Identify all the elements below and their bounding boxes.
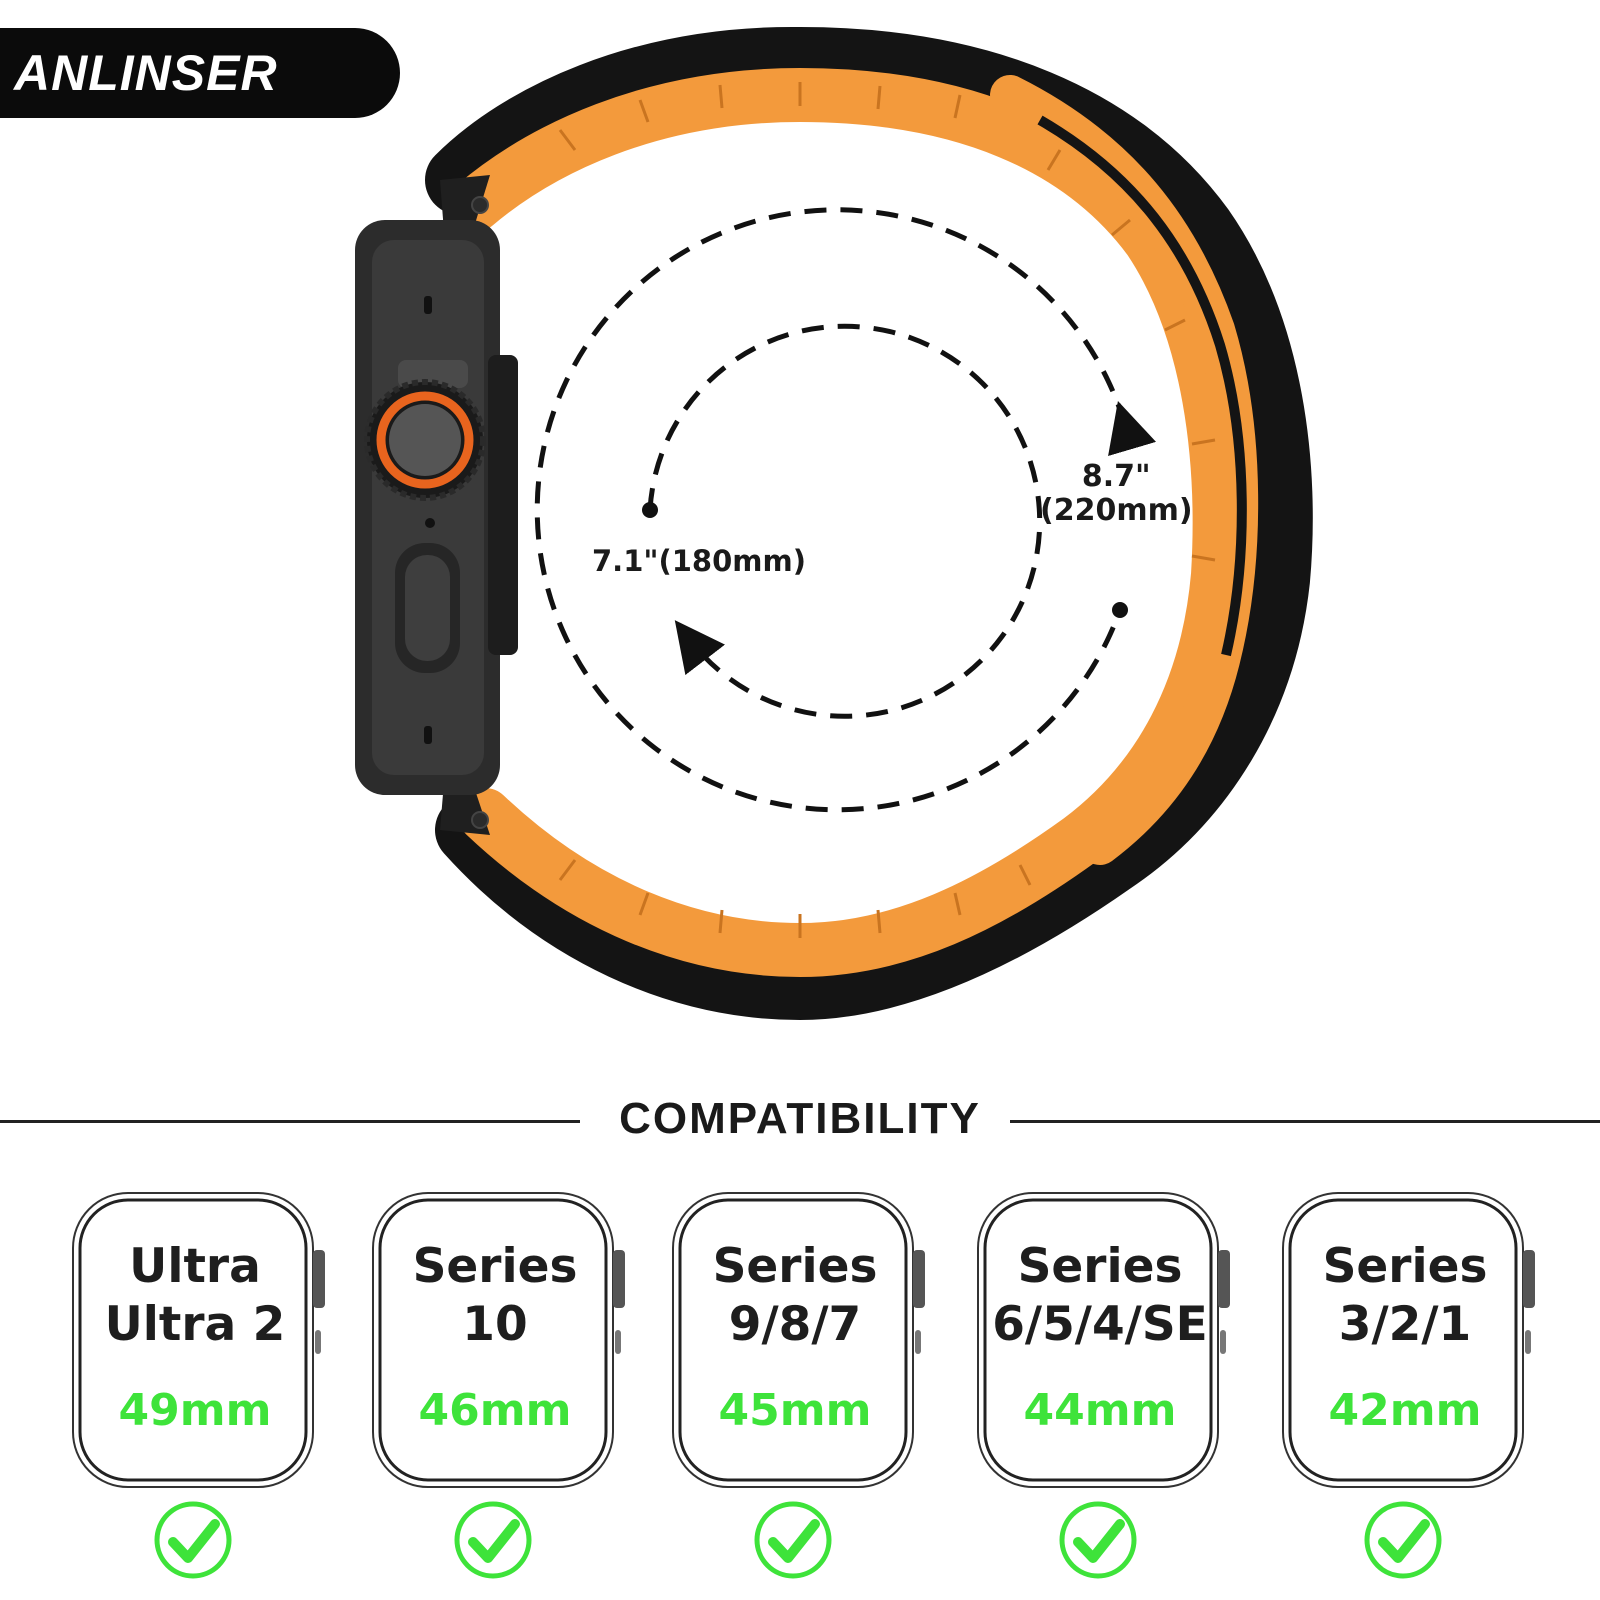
checkmark-icon bbox=[1058, 1500, 1138, 1580]
compat-case-size: 44mm bbox=[1023, 1385, 1177, 1436]
compat-case-size: 46mm bbox=[418, 1385, 572, 1436]
inner-arc-start-dot bbox=[642, 502, 658, 518]
compat-case-size: 42mm bbox=[1328, 1385, 1482, 1436]
watch-outline-icon bbox=[1282, 1192, 1535, 1488]
watch-outline-icon bbox=[72, 1192, 325, 1488]
brand-logo-text: ANLINSER bbox=[14, 45, 278, 101]
compat-model-line1: Series bbox=[1017, 1239, 1183, 1294]
side-button-icon bbox=[395, 543, 460, 673]
checkmark-icon bbox=[453, 1500, 533, 1580]
outer-measure-inch: 8.7" bbox=[1081, 459, 1151, 494]
watch-outline-icon bbox=[672, 1192, 925, 1488]
watch-outline-icon bbox=[977, 1192, 1230, 1488]
outer-measure-mm: (220mm) bbox=[1040, 493, 1193, 528]
watch-case-icon bbox=[355, 220, 518, 795]
watch-outline-icon bbox=[372, 1192, 625, 1488]
brand-badge: ANLINSER bbox=[0, 28, 400, 118]
compat-model-line1: Series bbox=[712, 1239, 878, 1294]
compat-model-line1: Series bbox=[412, 1239, 578, 1294]
compat-case-size: 49mm bbox=[118, 1385, 272, 1436]
digital-crown-icon bbox=[364, 379, 486, 528]
checkmark-icon bbox=[1363, 1500, 1443, 1580]
compatibility-title: COMPATIBILITY bbox=[619, 1094, 981, 1143]
compat-divider-right bbox=[1010, 1120, 1600, 1123]
outer-measure-arc bbox=[534, 207, 1157, 813]
band-link-ticks bbox=[558, 82, 1216, 938]
outer-arc-start-dot bbox=[1112, 602, 1128, 618]
compat-model-line2: 6/5/4/SE bbox=[992, 1297, 1208, 1352]
compat-model-line2: Ultra 2 bbox=[104, 1297, 286, 1352]
inner-measure-label: 7.1"(180mm) bbox=[592, 544, 806, 578]
compat-model-line2: 9/8/7 bbox=[728, 1297, 862, 1352]
band-outer-black bbox=[425, 26, 1313, 1021]
compat-model-line2: 3/2/1 bbox=[1338, 1297, 1472, 1352]
compat-case-size: 45mm bbox=[718, 1385, 872, 1436]
compat-model-line1: Series bbox=[1322, 1239, 1488, 1294]
compat-model-line2: 10 bbox=[462, 1297, 528, 1352]
compat-model-line1: Ultra bbox=[129, 1239, 261, 1294]
product-illustration bbox=[355, 26, 1313, 1021]
checkmark-icon bbox=[153, 1500, 233, 1580]
inner-measure-arc bbox=[647, 323, 1043, 719]
outer-measure-label: 8.7" (220mm) bbox=[1040, 460, 1193, 528]
checkmark-icon bbox=[753, 1500, 833, 1580]
compat-divider-left bbox=[0, 1120, 580, 1123]
